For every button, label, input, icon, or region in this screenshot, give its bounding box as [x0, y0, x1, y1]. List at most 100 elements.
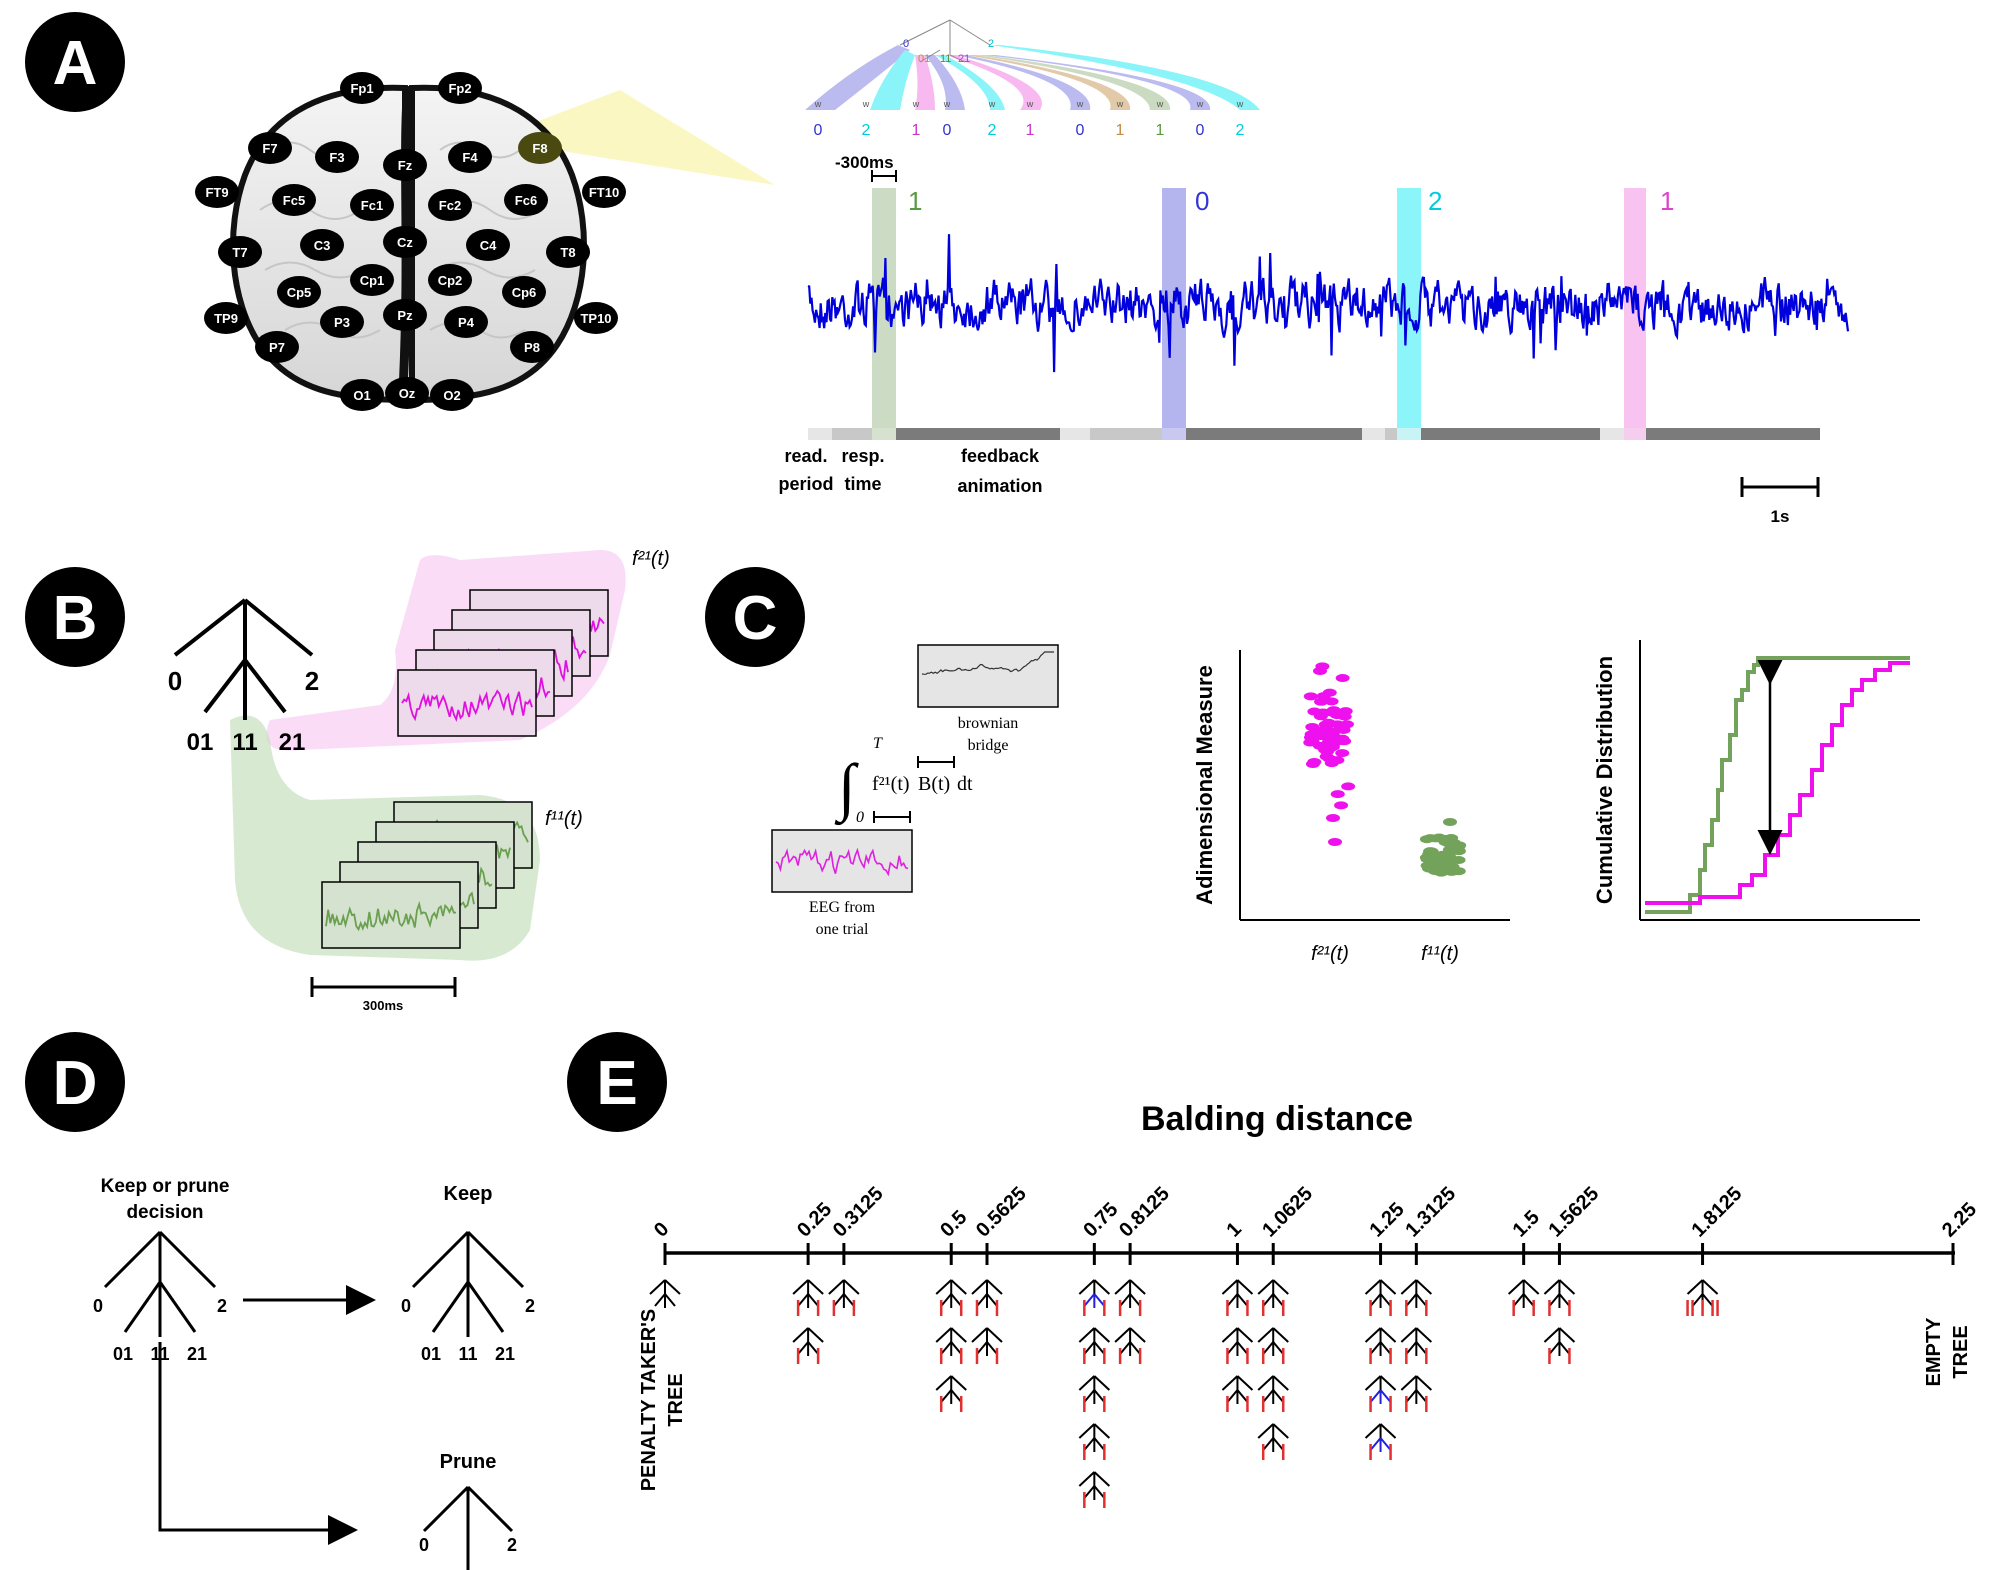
- tick-label: 1.5625: [1544, 1183, 1603, 1242]
- f11-label: f¹¹(t): [545, 808, 583, 830]
- svg-text:one trial: one trial: [816, 921, 869, 938]
- event-label-0: 0: [1195, 186, 1209, 216]
- mini-tree: [1078, 1327, 1111, 1364]
- svg-text:21: 21: [279, 729, 306, 756]
- svg-text:f¹¹(t): f¹¹(t): [1421, 943, 1459, 965]
- electrode-ft9: FT9: [195, 176, 239, 208]
- svg-text:decision: decision: [126, 1202, 203, 1223]
- tree-w-label: w: [1076, 99, 1084, 109]
- electrode-cp1: Cp1: [350, 264, 394, 296]
- svg-text:P8: P8: [524, 340, 540, 355]
- event-label-1: 1: [908, 186, 922, 216]
- svg-text:Cp1: Cp1: [360, 273, 385, 288]
- svg-text:TP9: TP9: [214, 311, 238, 326]
- tree-node-label: 01: [421, 1344, 441, 1364]
- svg-text:P3: P3: [334, 315, 350, 330]
- electrode-cp2: Cp2: [428, 264, 472, 296]
- mini-tree: [1686, 1279, 1719, 1316]
- mini-tree: [1543, 1327, 1576, 1364]
- electrode-pz: Pz: [383, 299, 427, 331]
- svg-text:brownian: brownian: [958, 715, 1018, 732]
- electrode-f7: F7: [248, 132, 292, 164]
- panel-label-c: C: [705, 567, 805, 667]
- svg-text:F3: F3: [329, 150, 344, 165]
- prune-arrow: [158, 1342, 358, 1545]
- f21-label: f²¹(t): [632, 548, 670, 570]
- mini-tree: [1364, 1279, 1397, 1316]
- tick-label: 2.25: [1938, 1198, 1981, 1241]
- svg-text:Keep: Keep: [444, 1183, 493, 1205]
- tick-label: 0.8125: [1115, 1183, 1174, 1242]
- svg-text:f²¹(t): f²¹(t): [1311, 943, 1349, 965]
- scale-bar-label: 1s: [1771, 507, 1790, 526]
- electrode-oz: Oz: [385, 377, 429, 409]
- mini-tree: [1257, 1279, 1289, 1316]
- mini-tree: [1400, 1375, 1433, 1412]
- event-band-1b: [1624, 188, 1646, 428]
- svg-text:T: T: [873, 735, 883, 752]
- svg-text:resp.: resp.: [841, 446, 884, 466]
- tree-node-label: 21: [187, 1344, 207, 1364]
- svg-text:period: period: [778, 474, 833, 494]
- electrode-p4: P4: [444, 306, 488, 338]
- svg-text:B(t): B(t): [918, 773, 950, 795]
- brownian-box: [917, 644, 1059, 708]
- svg-text:T7: T7: [232, 245, 247, 260]
- tree-leaf-label: 0: [943, 122, 952, 139]
- tree-w-label: w: [943, 99, 951, 109]
- mini-tree: [971, 1279, 1003, 1316]
- svg-text:TREE: TREE: [665, 1373, 687, 1426]
- electrode-f4: F4: [448, 141, 492, 173]
- svg-text:feedback: feedback: [961, 446, 1040, 466]
- svg-text:FT10: FT10: [589, 185, 619, 200]
- svg-text:300ms: 300ms: [363, 998, 403, 1013]
- tick-label: 1: [1222, 1218, 1245, 1241]
- tree-leaf-label: 0: [1196, 122, 1205, 139]
- svg-text:Cp2: Cp2: [438, 273, 463, 288]
- tree-w-label: w: [1026, 99, 1034, 109]
- svg-text:0: 0: [856, 809, 864, 826]
- svg-text:F7: F7: [262, 141, 277, 156]
- cdf-f11: [1645, 656, 1910, 914]
- mini-tree: [1078, 1375, 1111, 1412]
- mini-tree: [792, 1279, 824, 1316]
- svg-text:T8: T8: [560, 245, 575, 260]
- eeg-trial-box: [771, 829, 913, 893]
- svg-text:Fc2: Fc2: [439, 198, 461, 213]
- tick-label: 0.5625: [972, 1183, 1031, 1242]
- svg-text:01: 01: [918, 53, 930, 65]
- tree-w-label: w: [988, 99, 996, 109]
- mini-tree: [1543, 1279, 1576, 1316]
- svg-text:FT9: FT9: [205, 185, 228, 200]
- svg-text:Oz: Oz: [399, 386, 416, 401]
- tree-node-label: 11: [458, 1344, 477, 1364]
- tree-w-label: w: [862, 99, 870, 109]
- tree-leaf-label: 0: [1076, 122, 1085, 139]
- projection-beam: [520, 90, 775, 185]
- mini-tree: [935, 1279, 967, 1316]
- mini-tree: [1078, 1423, 1111, 1460]
- mini-tree: [1364, 1423, 1397, 1460]
- tick-label: 0: [650, 1218, 673, 1241]
- svg-text:0: 0: [903, 38, 909, 50]
- mini-tree: [1221, 1327, 1254, 1364]
- svg-text:0: 0: [168, 666, 182, 696]
- electrode-fp2: Fp2: [438, 72, 482, 104]
- tree-node-label: 0: [419, 1535, 429, 1555]
- electrode-fp1: Fp1: [340, 72, 384, 104]
- electrode-fc1: Fc1: [350, 189, 394, 221]
- tree-leaf-label: 1: [1026, 122, 1035, 139]
- tree-leaf-label: 1: [1156, 122, 1165, 139]
- svg-text:time: time: [844, 474, 881, 494]
- mini-tree: [1364, 1327, 1397, 1364]
- svg-text:dt: dt: [957, 773, 973, 795]
- mini-tree: [1257, 1375, 1289, 1412]
- electrode-tp10: TP10: [574, 302, 618, 334]
- tree-node-label: 0: [401, 1296, 411, 1316]
- tree-node-label: 2: [217, 1296, 227, 1316]
- green-trial-stack: [321, 801, 533, 949]
- panel-label-a: A: [25, 12, 125, 112]
